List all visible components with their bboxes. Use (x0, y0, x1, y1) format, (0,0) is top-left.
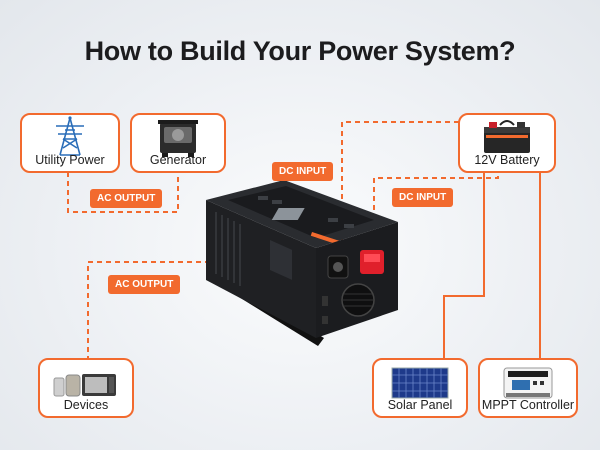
appliances-icon (53, 374, 116, 397)
power-inverter (206, 180, 398, 346)
devices-card: Devices (38, 358, 134, 418)
ac-output-tag-left: AC OUTPUT (108, 275, 181, 294)
solid-line-solar (443, 172, 485, 358)
ac-output-tag-top: AC OUTPUT (90, 189, 163, 208)
utility-power-label: Utility Power (35, 153, 105, 167)
ac-line-left (87, 261, 210, 358)
utility-power-card: Utility Power (20, 113, 120, 173)
page-title: How to Build Your Power System? (84, 36, 516, 66)
ac-line-top (67, 172, 179, 213)
battery-label: 12V Battery (474, 153, 540, 167)
devices-label: Devices (63, 398, 109, 412)
generator-label: Generator (149, 153, 207, 167)
dc-input-tag-right: DC INPUT (392, 188, 454, 207)
battery-icon (484, 120, 530, 153)
generator-icon (158, 120, 198, 157)
solar-panel-label: Solar Panel (387, 398, 453, 412)
mppt-controller-label: MPPT Controller (481, 398, 575, 412)
solar-panel-icon (391, 367, 449, 399)
mppt-controller-card: MPPT Controller (478, 358, 578, 418)
charge-controller-icon (503, 367, 553, 399)
battery-card: 12V Battery (458, 113, 556, 173)
solar-panel-card: Solar Panel (372, 358, 468, 418)
transmission-tower-icon (56, 116, 84, 156)
dc-input-tag-left: DC INPUT (272, 162, 334, 181)
generator-card: Generator (130, 113, 226, 173)
